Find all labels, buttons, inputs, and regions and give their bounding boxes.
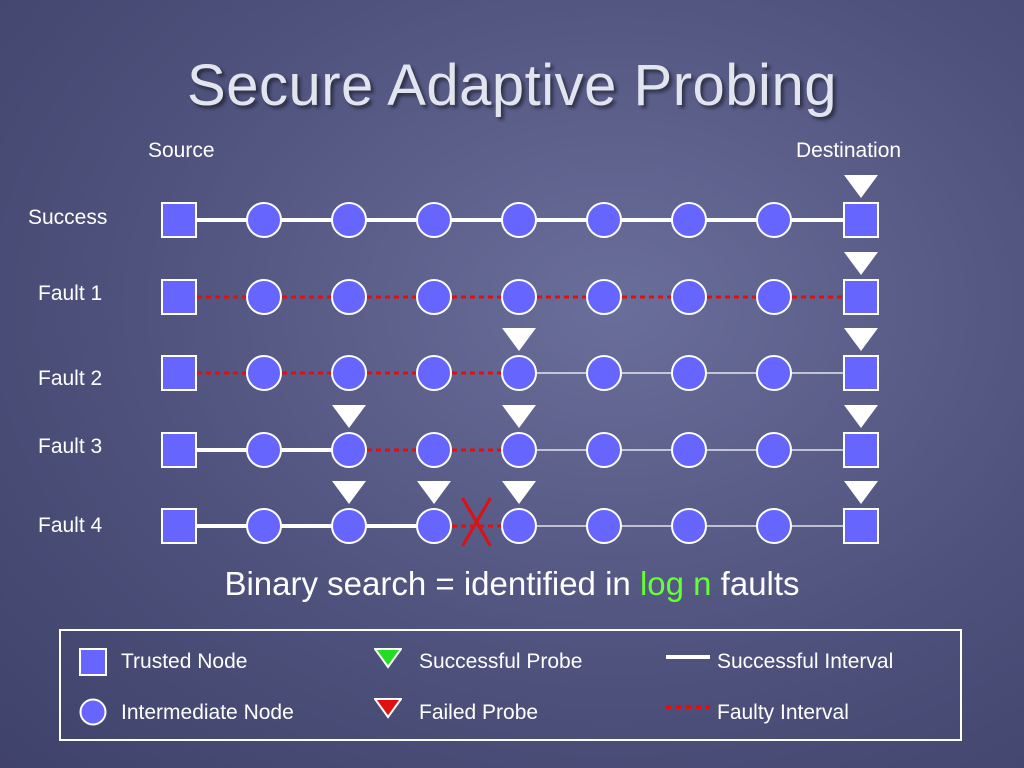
slide-title: Secure Adaptive Probing [187, 53, 837, 118]
source-trusted-node [161, 355, 197, 391]
successful-interval-icon [666, 655, 710, 659]
intermediate-node [586, 279, 622, 315]
source-trusted-node [161, 508, 197, 544]
intermediate-node [416, 202, 452, 238]
row-label-fault-2: Fault 2 [38, 367, 103, 390]
destination-trusted-node [843, 508, 879, 544]
intermediate-node [501, 355, 537, 391]
legend-successful-probe: Successful Probe [419, 650, 583, 673]
faulty-interval-icon [666, 705, 710, 709]
intermediate-node [756, 279, 792, 315]
intermediate-node [331, 279, 367, 315]
intermediate-node [416, 279, 452, 315]
intermediate-node [586, 355, 622, 391]
source-label: Source [148, 139, 215, 162]
legend-failed-probe: Failed Probe [419, 701, 539, 724]
intermediate-node [246, 432, 282, 468]
intermediate-node [671, 202, 707, 238]
probe-marker [844, 405, 878, 428]
intermediate-node-icon [79, 698, 107, 726]
intermediate-node [416, 355, 452, 391]
intermediate-node [246, 508, 282, 544]
intermediate-node [671, 355, 707, 391]
source-trusted-node [161, 279, 197, 315]
intermediate-node [246, 202, 282, 238]
row-label-fault-4: Fault 4 [38, 514, 103, 537]
intermediate-node [331, 432, 367, 468]
row-label-success: Success [28, 206, 108, 229]
failed-probe-icon [374, 698, 402, 719]
intermediate-node [331, 508, 367, 544]
intermediate-node [331, 355, 367, 391]
intermediate-node [671, 432, 707, 468]
caption-highlight: log n [639, 565, 712, 602]
intermediate-node [586, 202, 622, 238]
legend-successful-interval: Successful Interval [717, 650, 894, 673]
intermediate-node [331, 202, 367, 238]
probe-marker [502, 481, 536, 504]
intermediate-node [756, 355, 792, 391]
intermediate-node [501, 279, 537, 315]
failed-link-x [461, 497, 492, 547]
legend-intermediate-node: Intermediate Node [121, 701, 294, 724]
intermediate-node [586, 432, 622, 468]
source-trusted-node [161, 202, 197, 238]
intermediate-node [416, 432, 452, 468]
legend-faulty-interval: Faulty Interval [717, 701, 849, 724]
row-label-fault-3: Fault 3 [38, 435, 103, 458]
probe-marker [502, 405, 536, 428]
probe-marker [332, 481, 366, 504]
row-label-fault-1: Fault 1 [38, 282, 103, 305]
intermediate-node [756, 508, 792, 544]
intermediate-node [671, 279, 707, 315]
legend: Trusted Node Intermediate Node Successfu… [59, 629, 962, 741]
source-trusted-node [161, 432, 197, 468]
intermediate-node [416, 508, 452, 544]
probe-marker [332, 405, 366, 428]
probe-marker [844, 252, 878, 275]
intermediate-node [756, 202, 792, 238]
probe-marker [844, 328, 878, 351]
destination-trusted-node [843, 202, 879, 238]
probe-marker [502, 328, 536, 351]
intermediate-node [246, 355, 282, 391]
caption: Binary search = identified in log n faul… [0, 565, 1024, 603]
intermediate-node [586, 508, 622, 544]
probe-marker [417, 481, 451, 504]
successful-probe-icon [374, 648, 402, 669]
destination-trusted-node [843, 279, 879, 315]
probe-marker [844, 481, 878, 504]
intermediate-node [756, 432, 792, 468]
probe-marker [844, 175, 878, 198]
caption-suffix: faults [711, 565, 800, 602]
legend-trusted-node: Trusted Node [121, 650, 248, 673]
intermediate-node [501, 508, 537, 544]
trusted-node-icon [79, 648, 107, 676]
caption-prefix: Binary search = identified in [224, 565, 640, 602]
intermediate-node [501, 202, 537, 238]
destination-trusted-node [843, 355, 879, 391]
destination-trusted-node [843, 432, 879, 468]
destination-label: Destination [796, 139, 902, 162]
intermediate-node [671, 508, 707, 544]
intermediate-node [501, 432, 537, 468]
intermediate-node [246, 279, 282, 315]
